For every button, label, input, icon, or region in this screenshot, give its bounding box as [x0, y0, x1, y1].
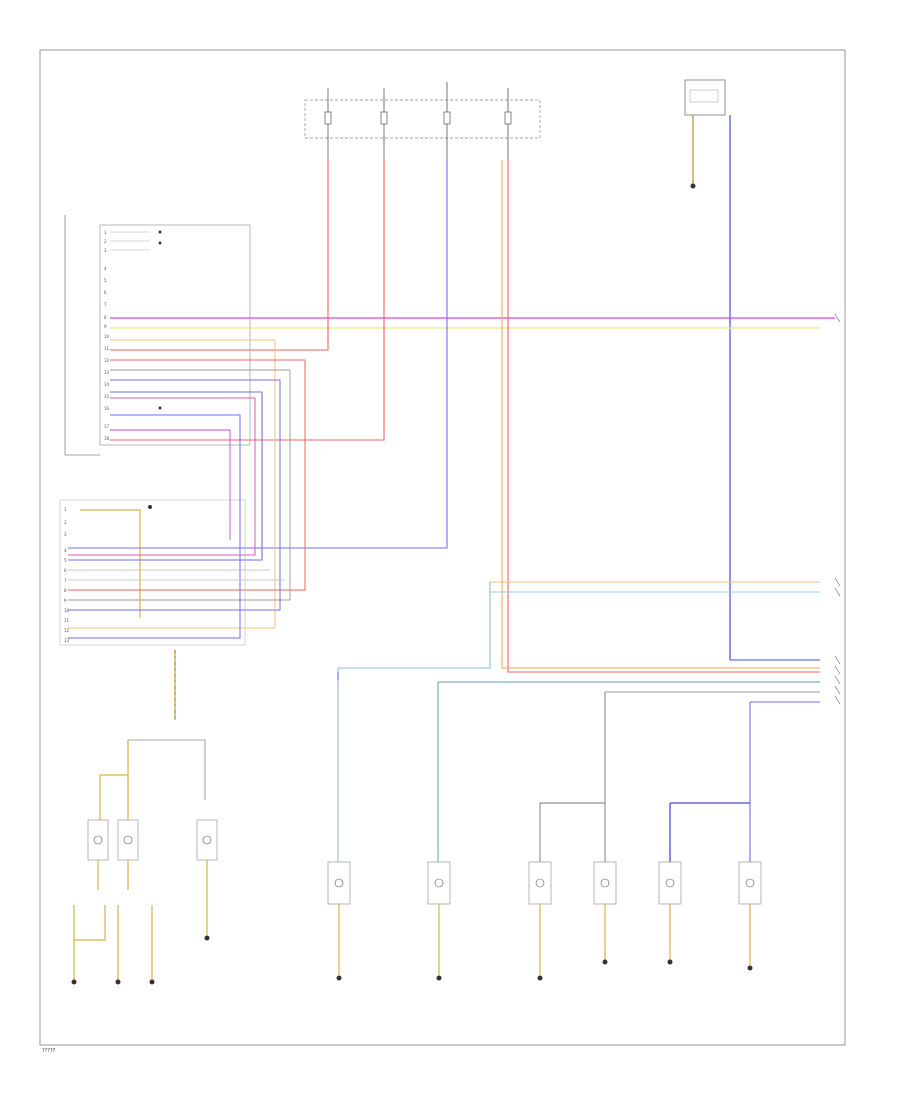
ground-icon — [747, 965, 753, 971]
ground-icon — [149, 979, 155, 985]
ground-icon — [336, 975, 342, 981]
fuse-4 — [504, 88, 512, 160]
svg-text:4: 4 — [104, 266, 107, 271]
svg-text:1: 1 — [104, 230, 107, 235]
lamp-right-6 — [738, 861, 762, 971]
svg-text:14: 14 — [104, 382, 110, 387]
svg-text:5: 5 — [104, 278, 107, 283]
svg-text:10: 10 — [104, 334, 110, 339]
svg-text:3: 3 — [64, 532, 67, 537]
svg-text:4: 4 — [64, 548, 67, 553]
lamp-right-2 — [427, 861, 451, 981]
fuse-2 — [380, 88, 388, 160]
svg-text:6: 6 — [64, 568, 67, 573]
svg-text:16: 16 — [104, 406, 110, 411]
svg-text:7: 7 — [64, 578, 67, 583]
svg-text:5: 5 — [64, 558, 67, 563]
ground-icon — [537, 975, 543, 981]
svg-text:9: 9 — [64, 598, 67, 603]
svg-text:8: 8 — [104, 315, 107, 320]
svg-text:13: 13 — [104, 370, 110, 375]
lamp-left-2 — [117, 819, 139, 890]
svg-text:8: 8 — [64, 588, 67, 593]
svg-text:7: 7 — [104, 302, 107, 307]
lamp-right-4 — [593, 861, 617, 965]
fuse-box — [304, 82, 541, 160]
ground-icon — [602, 959, 608, 965]
svg-text:15: 15 — [104, 394, 110, 399]
svg-text:9: 9 — [104, 324, 107, 329]
svg-text:13: 13 — [64, 638, 70, 643]
lamp-left-3 — [196, 819, 218, 941]
lamp-right-3 — [528, 861, 552, 981]
fuse-1 — [324, 88, 332, 160]
diagram-code: ????? — [42, 1048, 56, 1054]
ground-icon — [690, 183, 696, 189]
svg-text:6: 6 — [104, 290, 107, 295]
lamp-right-1 — [327, 861, 351, 981]
svg-text:17: 17 — [104, 424, 110, 429]
svg-text:10: 10 — [64, 608, 70, 613]
fuse-3 — [443, 82, 451, 160]
ground-icon — [204, 935, 210, 941]
svg-text:2: 2 — [64, 520, 67, 525]
svg-text:11: 11 — [104, 346, 110, 351]
svg-text:12: 12 — [104, 358, 110, 363]
svg-text:3: 3 — [104, 248, 107, 253]
svg-text:1: 1 — [64, 507, 67, 512]
sensor-module-top-right — [684, 79, 731, 660]
svg-text:12: 12 — [64, 628, 70, 633]
wires — [68, 160, 835, 865]
ground-icon — [115, 979, 121, 985]
ground-left-cluster — [71, 905, 155, 985]
lamp-left-1 — [87, 819, 109, 890]
lamp-components-bottom — [71, 819, 762, 985]
diagram-frame — [39, 49, 846, 1046]
ground-icon — [436, 975, 442, 981]
connector-markers-right — [834, 313, 841, 705]
lamp-right-5 — [658, 861, 682, 965]
svg-text:2: 2 — [104, 239, 107, 244]
ground-icon — [667, 959, 673, 965]
ground-icon — [71, 979, 77, 985]
svg-text:18: 18 — [104, 436, 110, 441]
svg-text:11: 11 — [64, 618, 70, 623]
